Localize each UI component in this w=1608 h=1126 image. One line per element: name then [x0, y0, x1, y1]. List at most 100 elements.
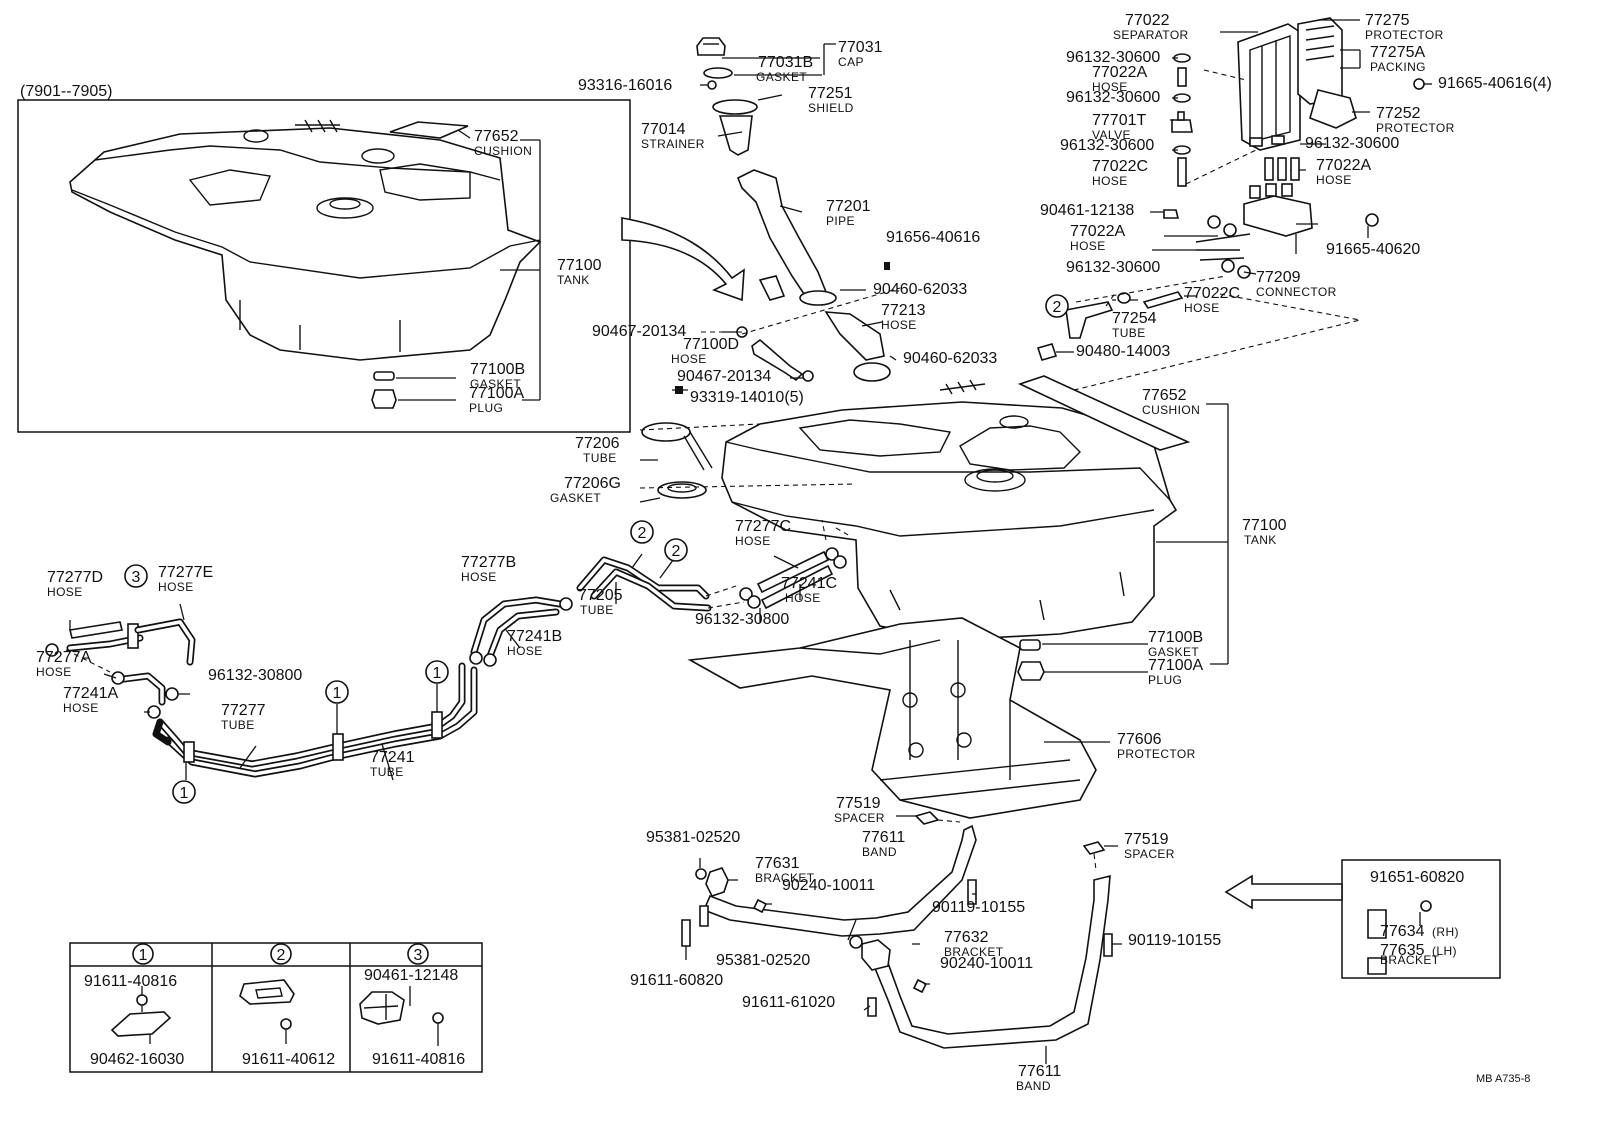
main-cushion [1017, 375, 1191, 451]
part-name-p77031: CAP [838, 55, 864, 69]
circle-marker-2-b: 2 [664, 538, 688, 562]
part-number-p77100b: 77100B [1148, 629, 1203, 646]
part-name-p77014: STRAINER [641, 137, 705, 151]
part-name-p77022a1: HOSE [1092, 80, 1128, 94]
part-number-p77209: 77209 [1256, 269, 1301, 286]
part-number-p77031b: 77031B [758, 54, 813, 71]
part-number-p77254: 77254 [1112, 310, 1157, 327]
part-number-p77022c2: 77022C [1184, 285, 1240, 302]
part-number-p91665a: 91665-40616(4) [1438, 75, 1552, 92]
part-name-p77241c: HOSE [785, 591, 821, 605]
left-hoses [45, 618, 196, 746]
part-name-p77205: TUBE [580, 603, 614, 617]
bracket-rh-lh-frame [1341, 859, 1501, 979]
part-name-p77241b: HOSE [507, 644, 543, 658]
part-number-p77652i: 77652 [474, 128, 519, 145]
main-gasket [1019, 639, 1041, 651]
part-name-p77277b: HOSE [461, 570, 497, 584]
part-name-p77100d: HOSE [671, 352, 707, 366]
part-number-p77277: 77277 [221, 702, 266, 719]
part-name-p77519b: SPACER [1124, 847, 1175, 861]
part-number-p95381b: 95381-02520 [716, 952, 810, 969]
part-number-p96132c: 96132-30600 [1060, 137, 1154, 154]
direction-arrow [621, 217, 745, 302]
tank-protector [687, 617, 1097, 819]
part-name-p77606: PROTECTOR [1117, 747, 1196, 761]
bracket-77632 [861, 939, 891, 971]
sender-gauge-tube [641, 422, 713, 471]
detail-key-1: 1 [110, 943, 172, 1044]
part-number-p77022c1: 77022C [1092, 158, 1148, 175]
detail-key-2: 2 [239, 943, 295, 1044]
part-name-p77611a: BAND [862, 845, 897, 859]
inset-gasket [373, 371, 395, 381]
circle-marker-3-top: 3 [124, 564, 148, 588]
part-number-p77100ai: 77100A [469, 385, 524, 402]
part-name-p77251: SHIELD [808, 101, 854, 115]
part-name-p77100: TANK [1244, 533, 1277, 547]
breather-hose-d [751, 338, 804, 382]
part-number-p77100i: 77100 [557, 257, 602, 274]
part-number-p93319: 93319-14010(5) [690, 389, 804, 406]
svg-text:2: 2 [638, 525, 647, 542]
part-number-p77611a: 77611 [862, 829, 905, 846]
part-number-p90240b: 90240-10011 [940, 955, 1033, 972]
part-number-k3a: 90461-12148 [364, 967, 458, 984]
part-number-p96132a: 96132-30600 [1066, 49, 1160, 66]
hose-77277c [756, 550, 830, 594]
part-name-p77275: PROTECTOR [1365, 28, 1444, 42]
circle-marker-1-a: 1 [325, 680, 349, 704]
part-number-p77635: 77635 [1380, 942, 1425, 959]
svg-text:1: 1 [433, 665, 442, 682]
svg-text:2: 2 [1053, 299, 1062, 316]
part-number-p96132f: 96132-30800 [695, 611, 789, 628]
part-number-p77100: 77100 [1242, 517, 1287, 534]
part-number-p90460a: 90460-62033 [873, 281, 967, 298]
part-number-p77213: 77213 [881, 302, 926, 319]
part-number-p77277e: 77277E [158, 564, 213, 581]
part-number-p77241c: 77241C [781, 575, 837, 592]
part-name-p77100b: GASKET [1148, 645, 1199, 659]
part-number-p77251: 77251 [808, 85, 853, 102]
part-number-p91611b: 91611-61020 [742, 994, 835, 1011]
part-number-p77241: 77241 [370, 749, 415, 766]
part-number-k2a: 91611-40612 [242, 1051, 335, 1068]
part-number-p90119a: 90119-10155 [932, 899, 1025, 916]
inset-fuel-tank [69, 119, 542, 361]
part-name-p77100a: PLUG [1148, 673, 1182, 687]
part-number-p96132g: 96132-30800 [208, 667, 302, 684]
part-number-p93316: 93316-16016 [578, 77, 672, 94]
footer-code: MB A735-8 [1476, 1073, 1530, 1085]
part-number-p90119b: 90119-10155 [1128, 932, 1221, 949]
part-number-p91656: 91656-40616 [886, 229, 980, 246]
inset-cushion [389, 121, 469, 139]
part-number-p77652: 77652 [1142, 387, 1187, 404]
filler-cap [696, 37, 726, 56]
part-number-p96132d: 96132-30600 [1305, 135, 1399, 152]
part-number-p90240a: 90240-10011 [782, 877, 875, 894]
detail-key-frame [69, 942, 483, 1073]
part-number-p96132b: 96132-30600 [1066, 89, 1160, 106]
part-number-p77701t: 77701T [1092, 112, 1146, 129]
part-number-k1b: 90462-16030 [90, 1051, 184, 1068]
part-name-p77275a: PACKING [1370, 60, 1426, 74]
circle-marker-2-a: 2 [630, 520, 654, 544]
part-name-p77632: BRACKET [944, 945, 1004, 959]
part-name-p77213: HOSE [881, 318, 917, 332]
part-number-p77031: 77031 [838, 39, 883, 56]
svg-text:3: 3 [132, 569, 141, 586]
check-valve [1171, 119, 1193, 133]
filler-clamp-b [853, 362, 891, 382]
part-name-p77701t: VALVE [1092, 128, 1131, 142]
part-number-p77611b: 77611 [1018, 1063, 1061, 1080]
part-name-p77201: PIPE [826, 214, 855, 228]
filler-clamp-a [799, 290, 837, 306]
part-number-p90461a: 90461-12138 [1040, 202, 1134, 219]
grommet-90480 [1036, 343, 1058, 361]
part-number-p77022a3: 77022A [1070, 223, 1125, 240]
part-number-p77100a: 77100A [1148, 657, 1203, 674]
part-number-p77014: 77014 [641, 121, 686, 138]
part-name-p77241a: HOSE [63, 701, 99, 715]
part-name-p77100i: TANK [557, 273, 590, 287]
